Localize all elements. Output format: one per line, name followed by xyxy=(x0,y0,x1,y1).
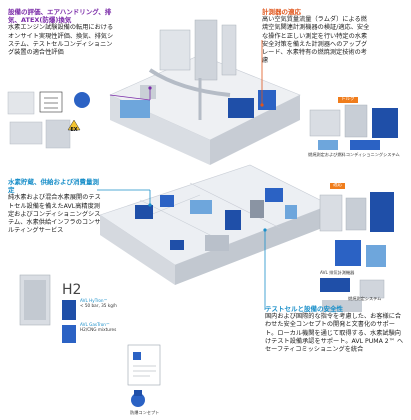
ex-warning-icon: EX xyxy=(70,127,78,133)
hytron-label: AVL HyTron™ < 50 bar, 35 kg/h xyxy=(80,298,117,308)
facility-evaluation-heading: 設備の評価、エアハンドリング、排気、ATEX(防爆)換気 xyxy=(8,8,112,25)
safety-block: テストセルと設備の安全性 国内および国際的な指令を考慮した、お客様に合わせた安全… xyxy=(265,305,407,354)
safety-heading: テストセルと設備の安全性 xyxy=(265,305,343,313)
hytron-spec: < 50 bar, 35 kg/h xyxy=(80,303,117,308)
instrument-adaptation-heading: 計測器の適応 xyxy=(262,8,301,16)
instrument-adaptation-block: 計測器の適応 高い空気質量流量（ラムダ）による燃焼空気関連計測機器の検証/適応、… xyxy=(262,8,372,65)
measurement-instruments-top xyxy=(309,104,398,150)
measurement-instruments-bottom xyxy=(319,192,394,312)
lower-test-cell xyxy=(99,164,331,285)
adapt-tag: 適応 xyxy=(330,183,345,189)
instrument-adaptation-text: 高い空気質量流量（ラムダ）による燃焼空気関連計測機器の検証/適応、安全な操作と正… xyxy=(262,16,370,65)
gastron-label: AVL GasTron™ H2/CNG mixtures xyxy=(80,322,116,332)
gastron-spec: H2/CNG mixtures xyxy=(80,327,117,332)
hydrogen-storage-block: 水素貯蔵、供給および消費量測定 純水素および混合水素展開のテストセル設備を備えた… xyxy=(8,178,104,235)
hydrogen-storage-text: 純水素および混合水素展開のテストセル設備を備えたAVL高精度測定およびコンディシ… xyxy=(8,194,101,235)
fuel-conditioning-caption: 燃焼測定および燃料コンディショニングシステム xyxy=(308,152,400,157)
safety-documents xyxy=(127,344,161,407)
exhaust-instrument-caption: AVL 排気計測機器 xyxy=(320,270,355,275)
facility-evaluation-text: 水素エンジン試験設備の転用におけるオンサイト実現性評価、換気、排気システム、テス… xyxy=(8,24,114,57)
hytron-name: AVL HyTron™ xyxy=(80,298,108,303)
hvac-icons xyxy=(7,91,90,149)
gastron-name: AVL GasTron™ xyxy=(80,322,111,327)
safety-text: 国内および国際的な指令を考慮した、お客様に合わせた安全コンセプトの開発と文書化の… xyxy=(265,313,404,354)
callout-lines xyxy=(97,40,267,310)
h2-label: H2 xyxy=(62,282,82,298)
safety-concept-caption: 防爆コンセプト xyxy=(130,410,160,415)
upper-test-cell xyxy=(109,19,301,165)
fuel-measurement-caption: 燃焼測定システム xyxy=(348,296,382,301)
hydrogen-storage-heading: 水素貯蔵、供給および消費量測定 xyxy=(8,178,99,195)
facility-evaluation-block: 設備の評価、エアハンドリング、排気、ATEX(防爆)換気 水素エンジン試験設備の… xyxy=(8,8,114,57)
hydrogen-supply-equipment xyxy=(19,274,76,343)
torque-tag: トルク xyxy=(338,97,358,103)
